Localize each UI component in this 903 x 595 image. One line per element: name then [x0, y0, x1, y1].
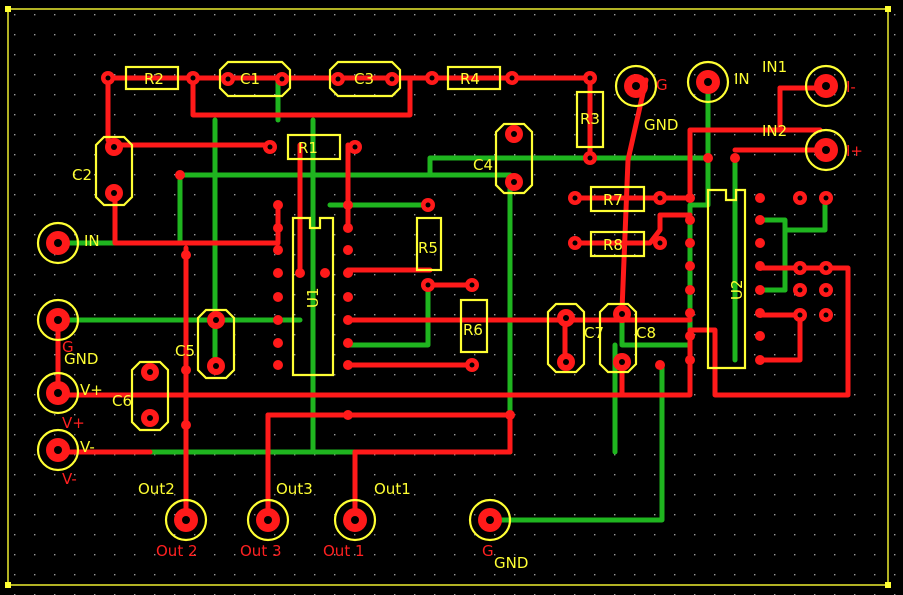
silkscreen-outlines [36, 60, 848, 542]
c7-outline [546, 302, 586, 374]
out2-ring [164, 498, 208, 542]
label-gnd-left: GND [64, 350, 98, 368]
label-u2: U2 [728, 279, 746, 300]
label-gnd-top: GND [644, 116, 678, 134]
label-c7: C7 [584, 324, 604, 342]
c6-outline [130, 360, 170, 432]
label-gnd-bottom: GND [494, 554, 528, 572]
label-c4: C4 [473, 156, 493, 174]
gnd-top-ring [614, 64, 658, 108]
vplus-ring [36, 371, 80, 415]
r2-outline [124, 65, 180, 91]
ic-pads [175, 153, 765, 430]
r8-outline [589, 230, 646, 258]
c8-outline [598, 302, 638, 374]
label-vplus: V+ [80, 381, 103, 399]
label-c8: C8 [636, 324, 656, 342]
copper-vplus: V+ [62, 414, 85, 432]
outline-corner-marks [5, 6, 891, 588]
label-out2: Out2 [138, 480, 175, 498]
label-in2: IN2 [762, 122, 787, 140]
label-c6: C6 [112, 392, 132, 410]
in1-ring [804, 64, 848, 108]
label-c1: C1 [240, 70, 260, 88]
r5-outline [415, 216, 443, 272]
label-vminus: V- [80, 438, 95, 456]
copper-g-bottom: G [482, 542, 494, 560]
label-in-top: IN [734, 70, 750, 88]
in2-ring [804, 128, 848, 172]
out1-ring [333, 498, 377, 542]
copper-g-top: G [656, 76, 668, 94]
drill-holes [54, 75, 830, 524]
c1-outline [218, 60, 292, 98]
vminus-ring [36, 428, 80, 472]
in-left-ring [36, 221, 80, 265]
label-in-left: IN [84, 232, 100, 250]
label-r2: R2 [144, 70, 164, 88]
copper-out3: Out 3 [240, 542, 282, 560]
label-c5: C5 [175, 342, 195, 360]
label-r1: R1 [298, 139, 318, 157]
connector-labels: IN GND V+ V- GND IN IN1 IN2 Out2 Out3 Ou… [64, 58, 787, 572]
out3-ring [246, 498, 290, 542]
c2-outline [94, 135, 134, 207]
r1-outline [286, 133, 342, 161]
label-in1: IN1 [762, 58, 787, 76]
u1-outline [291, 216, 335, 377]
r6-outline [459, 298, 489, 354]
label-out3: Out3 [276, 480, 313, 498]
c4-outline [494, 122, 534, 195]
label-u1: U1 [304, 287, 322, 308]
copper-g-left: G [62, 338, 74, 356]
board-outline [7, 8, 889, 586]
r4-outline [446, 65, 502, 91]
c5-outline [196, 308, 236, 380]
copper-vminus: V- [62, 470, 77, 488]
copper-in2-mark: I+ [846, 142, 863, 160]
r7-outline [589, 185, 646, 213]
label-r7: R7 [603, 191, 623, 209]
u2-outline [706, 188, 747, 370]
label-r5: R5 [418, 239, 438, 257]
copper-out2: Out 2 [156, 542, 198, 560]
label-r3: R3 [580, 110, 600, 128]
copper-out1: Out 1 [323, 542, 365, 560]
label-out1: Out1 [374, 480, 411, 498]
copper-labels: Out 2 Out 3 Out 1 G G G V+ V- I- I+ [62, 76, 863, 560]
label-r4: R4 [460, 70, 480, 88]
gnd-left-ring [36, 298, 80, 342]
gnd-bottom-ring [468, 498, 512, 542]
component-labels: R2 C1 C3 R4 R1 C2 C4 R3 R7 R8 R5 R6 U1 C… [72, 70, 746, 410]
label-r8: R8 [603, 236, 623, 254]
c3-outline [328, 60, 402, 98]
label-r6: R6 [463, 321, 483, 339]
r3-outline [575, 90, 605, 149]
copper-in1-mark: I- [846, 78, 856, 96]
label-c2: C2 [72, 166, 92, 184]
label-c3: C3 [354, 70, 374, 88]
in-top-ring [686, 60, 730, 104]
